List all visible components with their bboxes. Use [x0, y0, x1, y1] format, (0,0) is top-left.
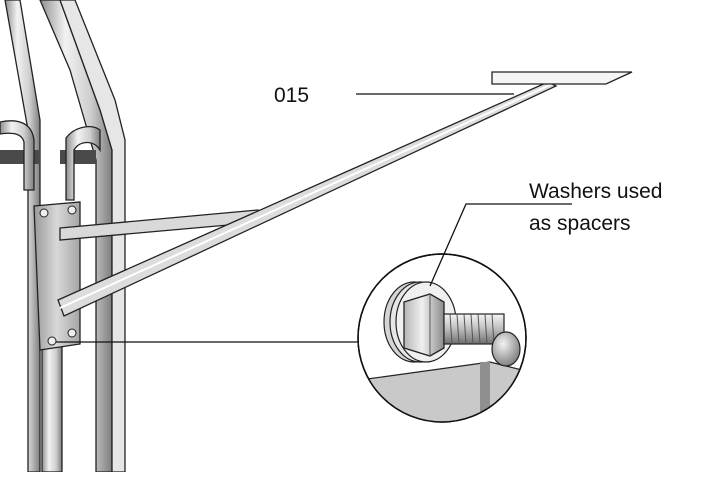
zoom-detail — [357, 253, 527, 423]
part-number-label: 015 — [274, 84, 309, 107]
washers-callout-leader — [429, 203, 572, 287]
mounting-plate-015 — [491, 71, 633, 85]
mount-plate — [33, 201, 81, 351]
diagonal-arm — [57, 81, 558, 317]
washers-callout-line2: as spacers — [529, 212, 631, 235]
washers-callout-line1: Washers used — [529, 180, 662, 203]
